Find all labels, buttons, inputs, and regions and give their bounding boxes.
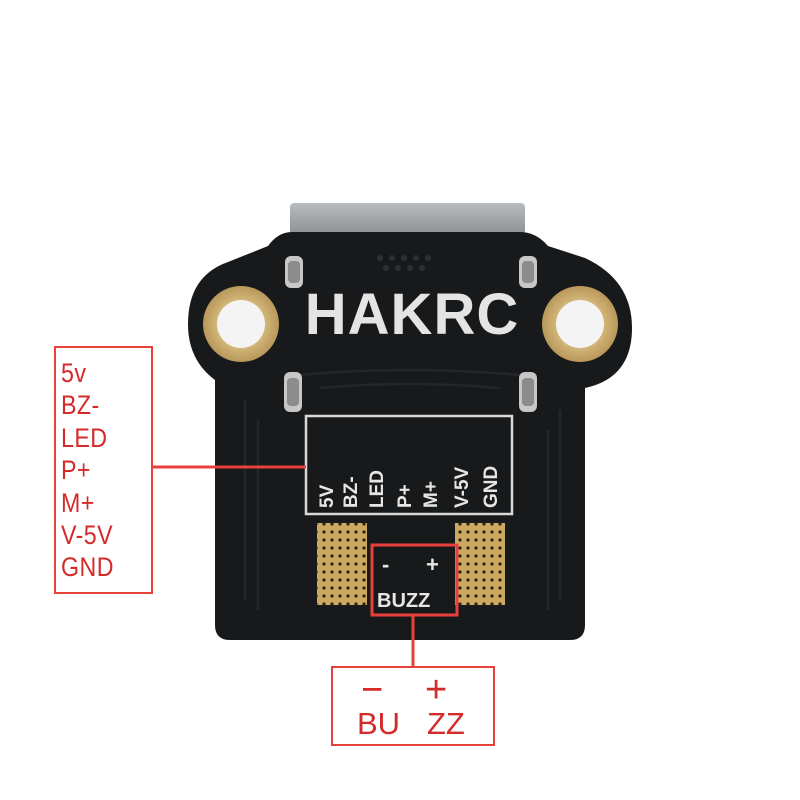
silkscreen-outline xyxy=(304,414,514,516)
board-logo: HAKRC xyxy=(305,282,519,347)
mounting-hole-right xyxy=(542,286,618,362)
solder-pads xyxy=(284,256,537,412)
buzz-plus-label: + xyxy=(425,669,448,711)
pcb-board xyxy=(188,232,632,640)
buzz-silk-label: BUZZ xyxy=(377,590,430,612)
silk-led: LED xyxy=(367,470,388,508)
buzz-word-right: ZZ xyxy=(427,706,465,741)
pin-label-led: LED xyxy=(61,422,108,453)
pcb-traces xyxy=(243,368,562,610)
pin-label-m: M+ xyxy=(61,487,95,518)
buzz-word-left: BU xyxy=(357,706,401,741)
pin-label-p: P+ xyxy=(61,455,91,486)
silk-p: P+ xyxy=(395,484,416,508)
buzz-silkscreen: - + BUZZ xyxy=(377,552,439,612)
via-row xyxy=(377,255,431,271)
silk-gnd: GND xyxy=(481,466,502,508)
pin-label-box: 5v BZ- LED P+ M+ V-5V GND xyxy=(54,346,153,594)
silk-5v: 5V xyxy=(317,484,338,508)
silk-v5v: V-5V xyxy=(452,466,473,508)
pin-label-5v: 5v xyxy=(61,358,87,388)
silkscreen-pin-labels: 5V BZ- LED P+ M+ V-5V GND xyxy=(317,466,502,508)
buzz-silk-plus: + xyxy=(426,552,439,577)
gold-pad-array-left xyxy=(317,523,367,605)
buzz-minus-label: − xyxy=(361,669,384,711)
pin-label-list: 5v BZ- LED P+ M+ V-5V GND xyxy=(61,357,123,584)
silk-m: M+ xyxy=(421,481,442,508)
pin-label-bz: BZ- xyxy=(61,390,100,421)
pin-label-v5v: V-5V xyxy=(61,520,114,551)
mounting-hole-left xyxy=(203,286,279,362)
pin-label-gnd: GND xyxy=(61,552,114,583)
buzz-silk-minus: - xyxy=(382,552,389,577)
silk-bz: BZ- xyxy=(341,476,362,508)
gold-pad-array-right xyxy=(455,523,505,605)
buzz-label-box: − + BU ZZ xyxy=(331,666,495,746)
